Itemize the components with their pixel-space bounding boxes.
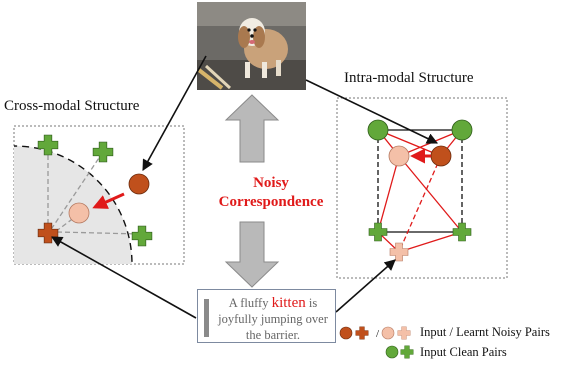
- noisy-label-line2: Correspondence: [218, 194, 324, 210]
- clean-image-node: [367, 119, 389, 141]
- intra-modal-panel: [336, 97, 508, 279]
- intra-modal-title: Intra-modal Structure: [344, 70, 474, 86]
- noisy-image-node: [128, 173, 150, 195]
- noisy-label-line1: Noisy: [253, 175, 289, 191]
- cross-modal-title: Cross-modal Structure: [4, 98, 140, 114]
- caption-after: is joyfully jumping over the barrier.: [218, 296, 328, 342]
- text-caption-box: A fluffy kitten is joyfully jumping over…: [197, 289, 336, 343]
- legend-clean-label: Input Clean Pairs: [420, 345, 507, 359]
- legend-noisy-label: Input / Learnt Noisy Pairs: [420, 325, 550, 339]
- grey-arrows: [224, 94, 280, 288]
- caption-highlight: kitten: [271, 295, 306, 311]
- clean-image-node: [451, 119, 473, 141]
- caption-bar: [204, 299, 209, 337]
- noisy-correspondence-label: Noisy Correspondence: [196, 174, 346, 212]
- legend-clean-circle: [385, 345, 399, 359]
- learnt-noisy-node: [388, 145, 410, 167]
- input-image: [197, 2, 306, 90]
- legend-learnt-plus: [397, 326, 411, 340]
- legend-noisy-plus: [355, 326, 369, 340]
- cross-modal-panel: [13, 125, 185, 265]
- caption-text: A fluffy kitten is joyfully jumping over…: [213, 295, 333, 343]
- legend-separator: /: [376, 328, 380, 340]
- learnt-noisy-node: [68, 202, 90, 224]
- legend-symbols: /: [339, 326, 414, 359]
- noisy-image-node: [430, 145, 452, 167]
- caption-before: A fluffy: [228, 296, 272, 310]
- legend-noisy-circle: [339, 326, 353, 340]
- legend-clean-plus: [400, 345, 414, 359]
- legend-learnt-circle: [381, 326, 395, 340]
- pull-arrow: [92, 192, 125, 209]
- connection-arrows: [51, 55, 439, 319]
